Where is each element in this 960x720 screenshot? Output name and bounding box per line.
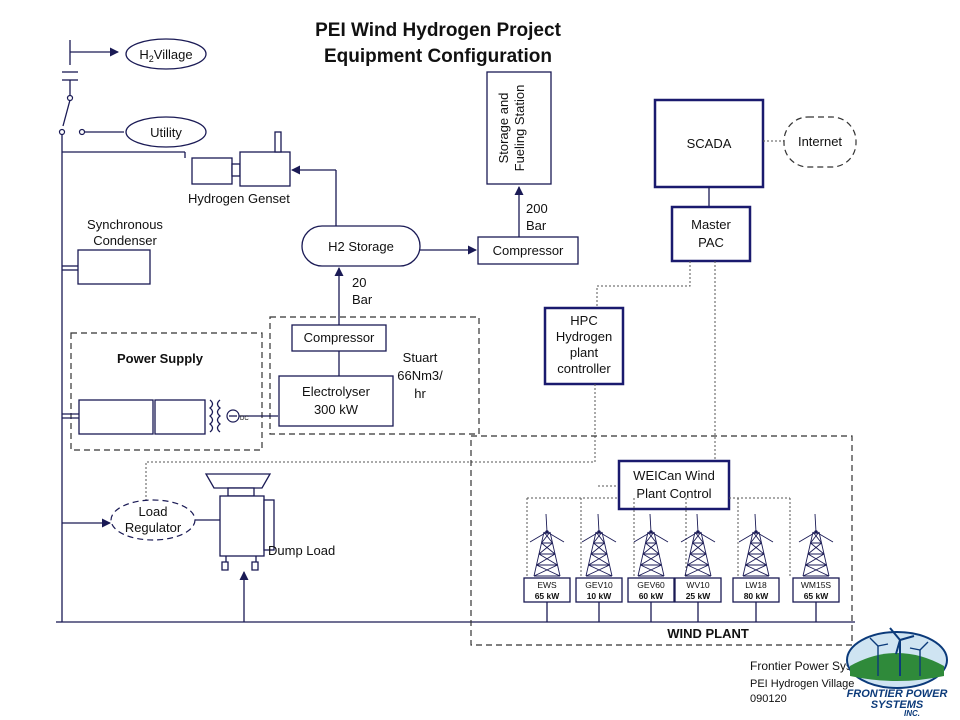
svg-text:Storage and: Storage and bbox=[496, 93, 511, 164]
turbine-model-label: WM15S bbox=[801, 580, 832, 590]
synchronous-condenser: Synchronous Condenser bbox=[62, 217, 163, 285]
svg-text:Condenser: Condenser bbox=[93, 233, 157, 248]
turbine-model-label: GEV10 bbox=[585, 580, 613, 590]
storage-fueling-station: Storage and Fueling Station bbox=[486, 71, 552, 185]
compressor-20-bar: Compressor 20 Bar bbox=[291, 267, 387, 352]
compressor-200-bar: Compressor 200 Bar bbox=[477, 186, 579, 265]
svg-text:PAC: PAC bbox=[698, 235, 724, 250]
svg-text:Compressor: Compressor bbox=[304, 330, 375, 345]
svg-text:Compressor: Compressor bbox=[493, 243, 564, 258]
svg-text:Plant Control: Plant Control bbox=[636, 486, 711, 501]
turbine-power-label: 65 kW bbox=[535, 591, 561, 601]
svg-text:Regulator: Regulator bbox=[125, 520, 182, 535]
svg-text:HPC: HPC bbox=[570, 313, 597, 328]
svg-text:controller: controller bbox=[557, 361, 611, 376]
turbine-power-label: 10 kW bbox=[587, 591, 613, 601]
power-supply-group bbox=[70, 332, 263, 451]
dump-load-label: Dump Load bbox=[268, 543, 335, 558]
pressure-20-unit: Bar bbox=[352, 292, 373, 307]
diagram-title-line2: Equipment Configuration bbox=[324, 46, 552, 67]
frontier-power-logo: FRONTIER POWER SYSTEMS INC. bbox=[846, 627, 948, 718]
svg-text:SCADA: SCADA bbox=[687, 136, 732, 151]
main-bus bbox=[56, 132, 855, 623]
svg-text:300 kW: 300 kW bbox=[314, 402, 359, 417]
scada-box: SCADA bbox=[653, 98, 765, 189]
hydrogen-genset-label: Hydrogen Genset bbox=[188, 191, 290, 206]
svg-text:090120: 090120 bbox=[750, 693, 787, 705]
control-links bbox=[145, 261, 716, 502]
pressure-200-unit: Bar bbox=[526, 218, 547, 233]
wind-plant-label: WIND PLANT bbox=[667, 626, 749, 641]
svg-text:Electrolyser: Electrolyser bbox=[302, 384, 371, 399]
svg-text:hr: hr bbox=[414, 386, 426, 401]
power-supply-components: DC bbox=[62, 399, 278, 435]
svg-text:Internet: Internet bbox=[798, 134, 842, 149]
svg-text:plant: plant bbox=[570, 345, 599, 360]
h2-storage-label: H2 Storage bbox=[328, 239, 394, 254]
svg-text:66Nm3/: 66Nm3/ bbox=[397, 368, 443, 383]
svg-text:Hydrogen: Hydrogen bbox=[556, 329, 612, 344]
utility-feed bbox=[78, 128, 124, 136]
svg-text:Synchronous: Synchronous bbox=[87, 217, 163, 232]
wind-plant-area bbox=[470, 435, 853, 646]
dump-load: Dump Load bbox=[204, 473, 335, 622]
svg-text:H2Village: H2Village bbox=[139, 47, 192, 64]
svg-text:Stuart: Stuart bbox=[403, 350, 438, 365]
power-supply-label: Power Supply bbox=[117, 351, 204, 366]
utility-node: Utility bbox=[125, 116, 207, 148]
svg-text:SYSTEMS: SYSTEMS bbox=[871, 699, 924, 711]
utility-label: Utility bbox=[150, 125, 182, 140]
hpc-controller: HPC Hydrogen plant controller bbox=[543, 306, 625, 386]
turbine-comm-links bbox=[526, 497, 791, 576]
turbine-model-label: WV10 bbox=[686, 580, 709, 590]
master-pac: Master PAC bbox=[670, 205, 752, 263]
stuart-label: Stuart 66Nm3/ hr bbox=[397, 350, 443, 401]
stuart-electrolyser-group bbox=[269, 316, 480, 435]
load-regulator: Load Regulator bbox=[110, 499, 196, 541]
diagram-title-line1: PEI Wind Hydrogen Project bbox=[315, 20, 561, 41]
dc-label: DC bbox=[240, 416, 249, 422]
pressure-20-value: 20 bbox=[352, 275, 366, 290]
turbine-power-label: 65 kW bbox=[804, 591, 830, 601]
turbine-power-label: 60 kW bbox=[639, 591, 665, 601]
footer-text: Frontier Power Systems PEI Hydrogen Vill… bbox=[750, 659, 878, 705]
h2-village-node: H2Village bbox=[125, 38, 207, 70]
weican-control: WEICan Wind Plant Control bbox=[617, 459, 731, 511]
turbine-power-label: 25 kW bbox=[686, 591, 712, 601]
svg-text:INC.: INC. bbox=[904, 709, 920, 718]
hydrogen-genset: Hydrogen Genset bbox=[62, 131, 291, 206]
pressure-200-value: 200 bbox=[526, 201, 548, 216]
svg-text:Master: Master bbox=[691, 217, 731, 232]
svg-text:Frontier Power Systems: Frontier Power Systems bbox=[750, 659, 878, 673]
h2-village-feed bbox=[58, 40, 119, 136]
svg-text:Load: Load bbox=[139, 504, 168, 519]
storage-to-genset-line bbox=[291, 165, 337, 226]
svg-text:Fueling Station: Fueling Station bbox=[512, 85, 527, 172]
h2-storage: H2 Storage bbox=[301, 225, 421, 267]
svg-text:WEICan Wind: WEICan Wind bbox=[633, 468, 715, 483]
svg-text:PEI Hydrogen Village: PEI Hydrogen Village bbox=[750, 678, 854, 690]
turbine-model-label: LW18 bbox=[745, 580, 767, 590]
svg-text:FRONTIER POWER: FRONTIER POWER bbox=[847, 688, 948, 700]
turbine-model-label: EWS bbox=[537, 580, 557, 590]
turbine-model-label: GEV60 bbox=[637, 580, 665, 590]
internet-cloud: Internet bbox=[783, 116, 857, 168]
turbine-power-label: 80 kW bbox=[744, 591, 770, 601]
electrolyser: Electrolyser 300 kW bbox=[278, 351, 394, 427]
